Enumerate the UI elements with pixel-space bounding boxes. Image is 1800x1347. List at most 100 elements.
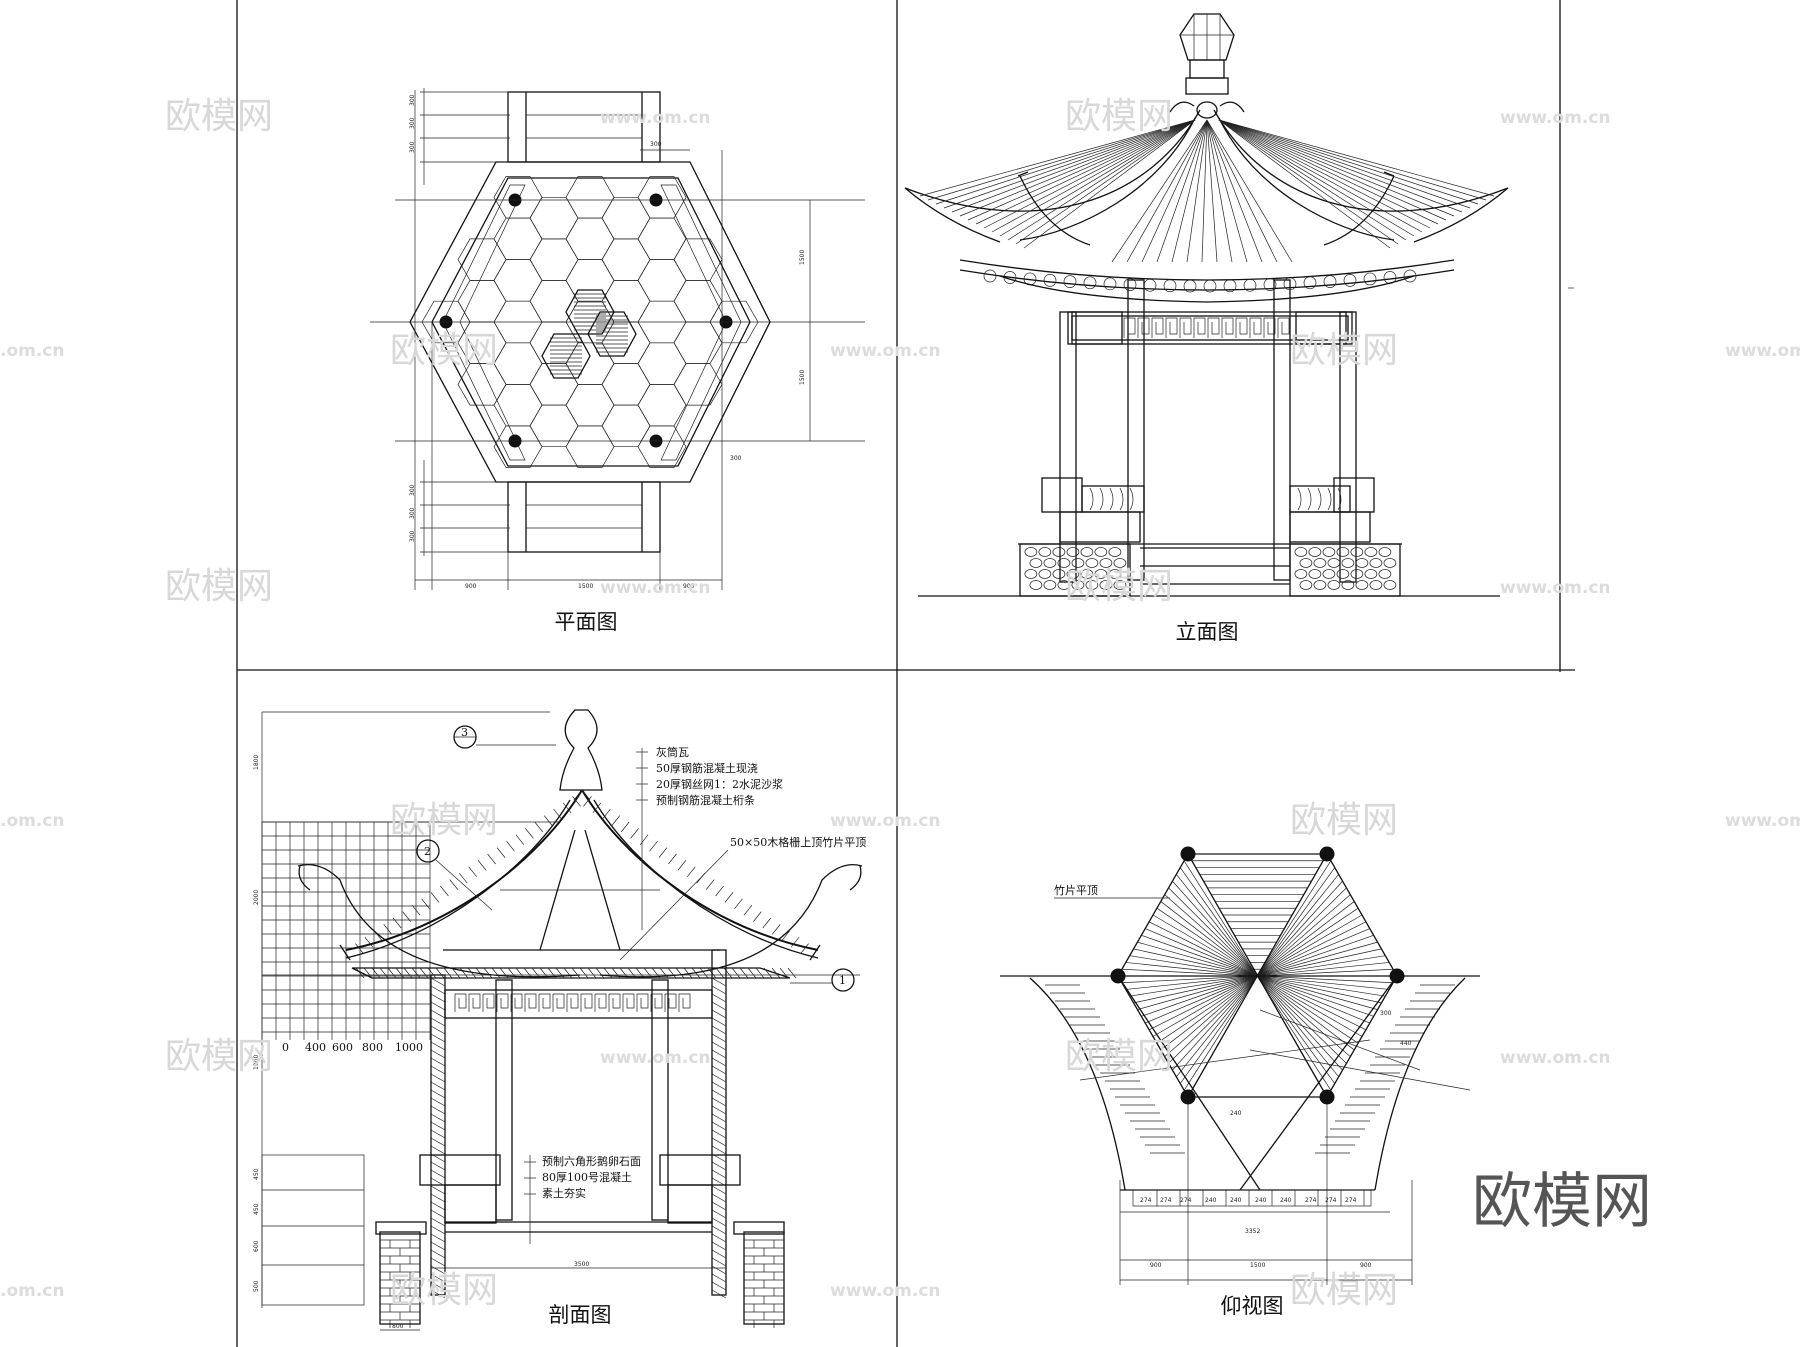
central-paving: [541, 289, 637, 379]
svg-text:300: 300: [730, 455, 742, 462]
svg-text:.om.cn: .om.cn: [0, 1281, 65, 1301]
ceiling-plan-title: 仰视图: [1221, 1294, 1284, 1318]
plan-dimension-labels: 300 300 300 300 1500 1500 300 300 300 30…: [409, 94, 806, 590]
sheet-frame: [236, 0, 1575, 1347]
scale-labels: 0 400 600 800 1000: [282, 1041, 423, 1054]
svg-text:欧模网: 欧模网: [1290, 800, 1398, 841]
svg-text:300: 300: [409, 507, 416, 519]
svg-text:www.om.cn: www.om.cn: [830, 1281, 941, 1301]
svg-text:240: 240: [1280, 1197, 1292, 1204]
svg-text:500: 500: [253, 1280, 260, 1292]
svg-text:900: 900: [1150, 1262, 1162, 1269]
plan-view: 300 300 300 300 1500 1500 300 300 300 30…: [370, 88, 865, 634]
svg-text:www.om.cn: www.om.cn: [830, 341, 941, 361]
svg-text:274: 274: [1180, 1197, 1192, 1204]
svg-text:.om.cn: .om.cn: [0, 811, 65, 831]
svg-text:800: 800: [362, 1041, 383, 1054]
svg-text:素土夯实: 素土夯实: [542, 1186, 586, 1200]
elevation-view: 立面图: [904, 13, 1509, 644]
svg-text:欧模网: 欧模网: [165, 96, 273, 137]
svg-text:20厚钢丝网1：2水泥沙浆: 20厚钢丝网1：2水泥沙浆: [656, 777, 783, 791]
svg-text:300: 300: [409, 141, 416, 153]
section-view: 0 400 600 800 1000 1800 2000 1000 450 45…: [253, 709, 866, 1331]
svg-text:900: 900: [1360, 1262, 1372, 1269]
svg-text:240: 240: [1230, 1110, 1242, 1117]
svg-text:www.om.cn: www.om.cn: [830, 811, 941, 831]
svg-text:www.om.cn: www.om.cn: [1500, 578, 1611, 598]
svg-text:80厚100号混凝土: 80厚100号混凝土: [542, 1170, 632, 1184]
svg-text:240: 240: [1205, 1197, 1217, 1204]
svg-text:300: 300: [409, 530, 416, 542]
svg-text:欧模网: 欧模网: [390, 330, 498, 371]
svg-text:3352: 3352: [1245, 1228, 1260, 1235]
svg-text:600: 600: [253, 1240, 260, 1252]
svg-text:1800: 1800: [253, 755, 260, 770]
svg-text:欧模网: 欧模网: [390, 800, 498, 841]
svg-text:1500: 1500: [799, 370, 806, 385]
svg-text:2: 2: [424, 845, 431, 858]
svg-text:274: 274: [1140, 1197, 1152, 1204]
svg-text:3500: 3500: [574, 1261, 589, 1268]
svg-text:1500: 1500: [799, 250, 806, 265]
svg-text:欧模网: 欧模网: [165, 1036, 273, 1077]
roof-construction-notes: 灰筒瓦 50厚钢筋混凝土现浇 20厚钢丝网1：2水泥沙浆 预制钢筋混凝土桁条 5…: [619, 745, 866, 961]
svg-text:300: 300: [1380, 1010, 1392, 1017]
svg-text:www.om.cn: www.om.cn: [1725, 341, 1800, 361]
svg-text:50×50木格栅上顶竹片平顶: 50×50木格栅上顶竹片平顶: [730, 835, 866, 849]
svg-text:www.om.cn: www.om.cn: [1500, 1048, 1611, 1068]
svg-text:300: 300: [650, 141, 662, 148]
svg-text:www.om.cn: www.om.cn: [1725, 811, 1800, 831]
svg-text:1500: 1500: [1250, 1262, 1265, 1269]
svg-text:欧模网: 欧模网: [165, 566, 273, 607]
section-callouts: 3 2 1: [416, 725, 855, 992]
svg-text:300: 300: [409, 484, 416, 496]
svg-text:50厚钢筋混凝土现浇: 50厚钢筋混凝土现浇: [656, 761, 758, 775]
svg-text:www.om.cn: www.om.cn: [1500, 108, 1611, 128]
svg-text:450: 450: [253, 1203, 260, 1215]
svg-text:.om.cn: .om.cn: [0, 341, 65, 361]
svg-text:400: 400: [305, 1041, 326, 1054]
svg-text:www.om.cn: www.om.cn: [600, 578, 711, 598]
svg-text:0: 0: [282, 1041, 289, 1054]
svg-text:欧模网: 欧模网: [1290, 330, 1398, 371]
svg-text:900: 900: [683, 583, 695, 590]
svg-text:预制六角形鹅卵石面: 预制六角形鹅卵石面: [542, 1154, 641, 1168]
svg-text:274: 274: [1160, 1197, 1172, 1204]
svg-text:300: 300: [409, 94, 416, 106]
svg-text:1000: 1000: [253, 1055, 260, 1070]
svg-text:灰筒瓦: 灰筒瓦: [656, 745, 689, 759]
brand-watermark: 欧模网: [1472, 1167, 1652, 1237]
svg-text:欧模网: 欧模网: [1065, 1036, 1173, 1077]
svg-text:欧模网: 欧模网: [1065, 566, 1173, 607]
svg-text:274: 274: [1345, 1197, 1357, 1204]
svg-text:www.om.cn: www.om.cn: [600, 1048, 711, 1068]
level-grid: [261, 711, 860, 1308]
svg-text:274: 274: [1325, 1197, 1337, 1204]
svg-text:1500: 1500: [578, 583, 593, 590]
svg-text:3: 3: [461, 726, 468, 739]
svg-text:300: 300: [409, 117, 416, 129]
svg-text:欧模网: 欧模网: [1065, 96, 1173, 137]
svg-text:欧模网: 欧模网: [390, 1270, 498, 1311]
ceiling-plan: 竹片平顶 274 274 274 240 240 240 240 274 274…: [1000, 846, 1480, 1318]
svg-text:240: 240: [1230, 1197, 1242, 1204]
plan-view-title: 平面图: [555, 610, 618, 634]
ceiling-dimension-labels: 274 274 274 240 240 240 240 274 274 274 …: [1140, 1010, 1412, 1269]
floor-construction-notes: 预制六角形鹅卵石面 80厚100号混凝土 素土夯实: [524, 1154, 641, 1244]
svg-text:600: 600: [332, 1041, 353, 1054]
svg-text:450: 450: [253, 1168, 260, 1180]
svg-text:800: 800: [392, 1323, 404, 1330]
finial: [1169, 13, 1245, 119]
svg-text:预制钢筋混凝土桁条: 预制钢筋混凝土桁条: [656, 793, 755, 807]
svg-text:900: 900: [465, 583, 477, 590]
svg-text:2000: 2000: [253, 890, 260, 905]
ceiling-label: 竹片平顶: [1054, 883, 1098, 897]
svg-text:440: 440: [1400, 1040, 1412, 1047]
svg-text:1: 1: [839, 974, 846, 987]
watermarks: 欧模网 www.om.cn 欧模网 www.om.cn .om.cn 欧模网 w…: [0, 96, 1800, 1311]
section-view-title: 剖面图: [549, 1303, 612, 1327]
svg-text:274: 274: [1305, 1197, 1317, 1204]
elevation-view-title: 立面图: [1176, 620, 1239, 644]
svg-text:www.om.cn: www.om.cn: [600, 108, 711, 128]
